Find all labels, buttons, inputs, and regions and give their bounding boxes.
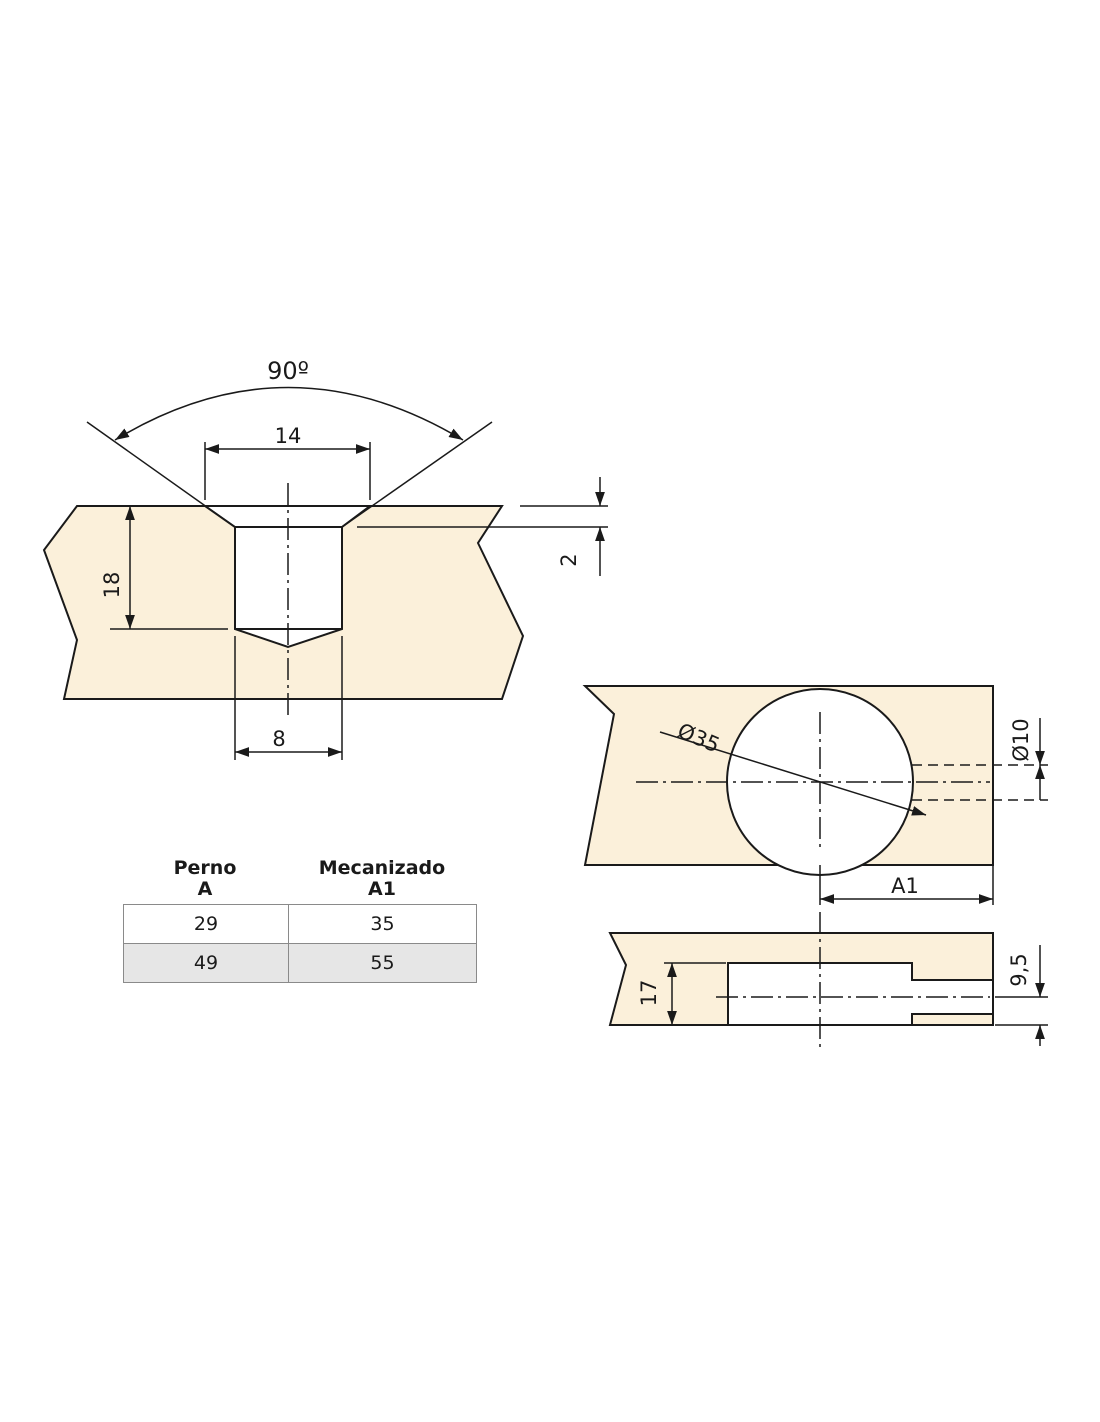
hole-width-label-8: 8 (272, 727, 285, 751)
offset-label-a1: A1 (891, 874, 919, 898)
table-row: 29 35 (124, 905, 476, 943)
countersink-section-view (42, 386, 608, 760)
angle-label: 90º (267, 357, 309, 385)
axis-label-9-5: 9,5 (1007, 953, 1031, 986)
countersink-hole (201, 505, 373, 649)
angle-line-right (341, 421, 493, 528)
angle-arc (114, 386, 464, 441)
cup-hole-section (727, 962, 994, 1026)
spec-table-body: 29 35 49 55 (123, 904, 477, 983)
depth-label-17: 17 (637, 980, 661, 1007)
cup-hole-section-view (608, 912, 1048, 1050)
depth-label-18: 18 (100, 572, 124, 599)
cup-hole-top-view (582, 685, 1048, 905)
top-width-label: 14 (275, 424, 302, 448)
cell-mecanizado: 55 (370, 952, 395, 974)
angle-line-left (86, 421, 236, 528)
cell-mecanizado: 35 (370, 913, 395, 935)
chamfer-label-2: 2 (557, 553, 581, 566)
spec-table: Perno A Mecanizado A1 29 35 49 55 (123, 858, 477, 983)
cell-perno: 49 (124, 944, 289, 982)
diameter-label-10: Ø10 (1009, 718, 1033, 761)
spec-table-header: Perno A Mecanizado A1 (123, 858, 477, 904)
header-mecanizado: Mecanizado A1 (318, 857, 446, 900)
table-row: 49 55 (124, 943, 476, 982)
diameter-leader-35 (659, 731, 927, 816)
cell-perno: 29 (124, 905, 289, 943)
header-perno: Perno A (173, 857, 237, 900)
